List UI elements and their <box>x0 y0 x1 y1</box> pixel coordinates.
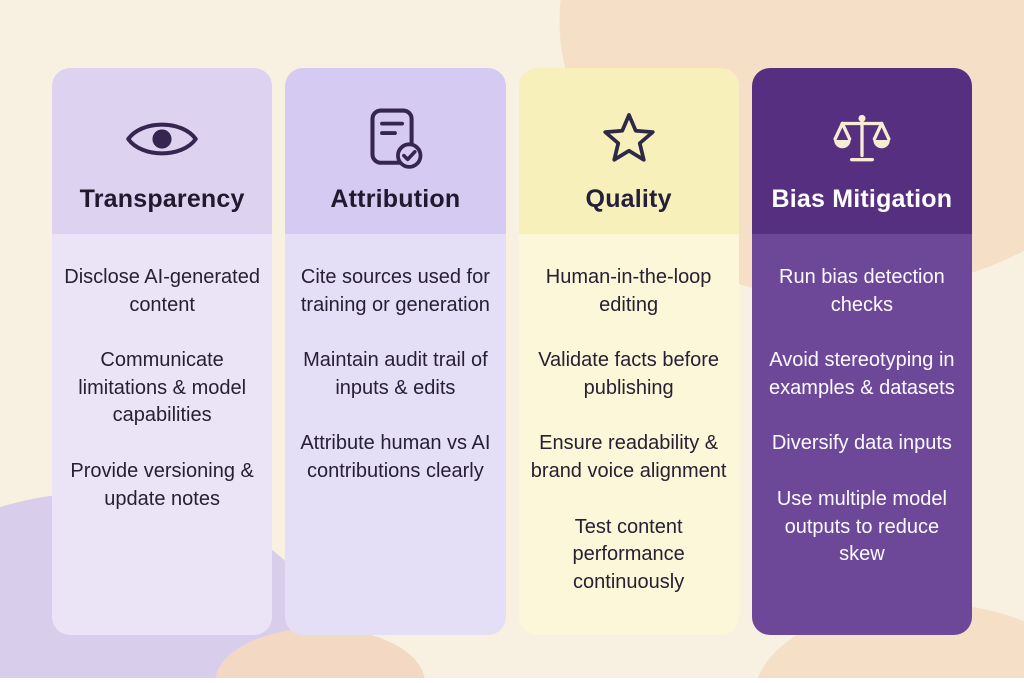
list-item: Provide versioning & update notes <box>70 459 254 510</box>
column-attribution-body: Cite sources used for training or genera… <box>285 234 506 635</box>
column-attribution: Attribution Cite sources used for traini… <box>285 68 506 635</box>
column-transparency: Transparency Disclose AI-generated conte… <box>52 68 273 635</box>
column-quality-body: Human-in-the-loop editing Validate facts… <box>518 234 739 635</box>
list-item: Ensure readability & brand voice alignme… <box>530 432 727 482</box>
list-item: Human-in-the-loop editing <box>545 266 712 316</box>
column-title: Transparency <box>79 185 245 213</box>
list-item: Cite sources used for training or genera… <box>300 266 490 316</box>
list-item: Avoid stereotyping in examples & dataset… <box>769 349 955 399</box>
column-bias-mitigation-header: Bias Mitigation <box>751 68 972 234</box>
column-attribution-header: Attribution <box>285 68 506 234</box>
column-transparency-body: Disclose AI-generated content Communicat… <box>52 234 273 635</box>
column-title: Bias Mitigation <box>771 185 953 213</box>
column-title: Quality <box>585 185 672 213</box>
column-bias-mitigation: Bias Mitigation Run bias detection check… <box>751 68 972 635</box>
column-bias-mitigation-body: Run bias detection checks Avoid stereoty… <box>751 234 972 635</box>
list-item: Attribute human vs AI contributions clea… <box>300 432 491 482</box>
column-quality-header: Quality <box>518 68 739 234</box>
list-item: Test content performance continuously <box>572 515 685 593</box>
column-transparency-header: Transparency <box>52 68 273 234</box>
list-item: Diversify data inputs <box>771 432 952 455</box>
star-icon <box>598 103 660 175</box>
list-item: Use multiple model outputs to reduce ske… <box>776 487 947 566</box>
column-quality: Quality Human-in-the-loop editing Valida… <box>518 68 739 635</box>
list-item: Disclose AI-generated content <box>64 266 260 316</box>
list-item: Validate facts before publishing <box>538 349 720 399</box>
columns-container: Transparency Disclose AI-generated conte… <box>52 68 972 635</box>
list-item: Communicate limitations & model capabili… <box>78 349 247 427</box>
column-title: Attribution <box>330 185 461 213</box>
document-check-icon <box>366 103 424 175</box>
bottom-strip <box>0 678 1024 683</box>
list-item: Maintain audit trail of inputs & edits <box>303 349 488 399</box>
scales-icon <box>831 103 893 175</box>
list-item: Run bias detection checks <box>779 266 945 316</box>
eye-icon <box>126 103 198 175</box>
